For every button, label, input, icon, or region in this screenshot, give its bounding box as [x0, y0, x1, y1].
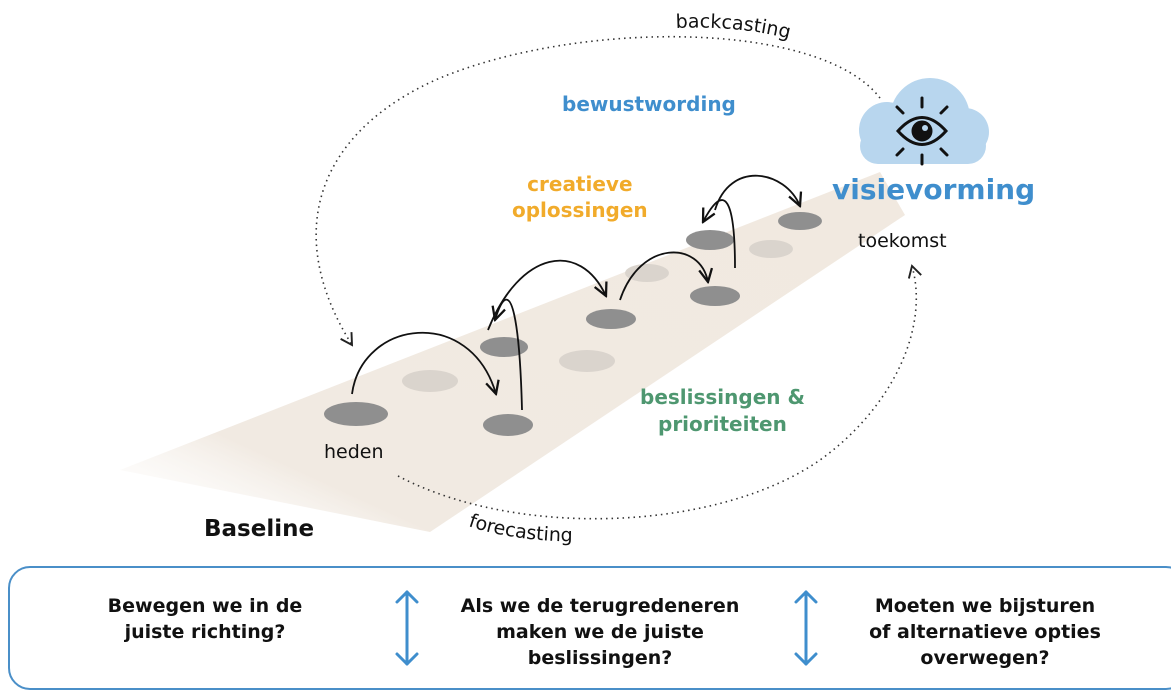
jump-arrow: [351, 331, 496, 394]
visievorming-label: visievorming: [832, 173, 1036, 206]
stone: [686, 230, 734, 250]
stone-light: [625, 264, 669, 282]
toekomst-label: toekomst: [858, 230, 947, 252]
dark-stones: [324, 212, 822, 436]
stone: [480, 337, 528, 357]
light-stones: [402, 240, 793, 392]
heden-label: heden: [324, 441, 384, 463]
stone: [778, 212, 822, 230]
jump-arrow: [487, 259, 606, 331]
jump-arrow: [714, 174, 800, 211]
stone-light: [749, 240, 793, 258]
stone: [690, 286, 740, 306]
beslissingen-label: beslissingen & prioriteiten: [640, 385, 805, 436]
forecasting-curve: [397, 264, 922, 520]
baseline-label: Baseline: [204, 516, 315, 542]
cloud-icon: [859, 78, 989, 164]
jump-arrow: [703, 199, 736, 269]
stone-light: [559, 350, 615, 372]
backcasting-label: backcasting: [675, 11, 793, 44]
stone-heden: [324, 402, 388, 426]
bewustwording-label: bewustwording: [562, 92, 736, 116]
stone-light: [402, 370, 458, 392]
stone: [483, 414, 533, 436]
forecasting-label: forecasting: [466, 510, 573, 547]
stone: [586, 309, 636, 329]
jump-arrow: [619, 251, 708, 301]
backcasting-curve: [315, 35, 881, 347]
question-1: Bewegen we in de juiste richting?: [107, 595, 303, 643]
up-down-arrow-icon: [794, 590, 818, 666]
question-2: Als we de terugredeneren maken we de jui…: [460, 595, 740, 669]
eye-icon: [895, 96, 949, 166]
up-down-arrow-icon: [395, 590, 419, 666]
question-3: Moeten we bijsturen of alternatieve opti…: [869, 595, 1101, 669]
jump-arrows: [351, 174, 800, 411]
creatieve-label: creatieve oplossingen: [512, 172, 648, 222]
